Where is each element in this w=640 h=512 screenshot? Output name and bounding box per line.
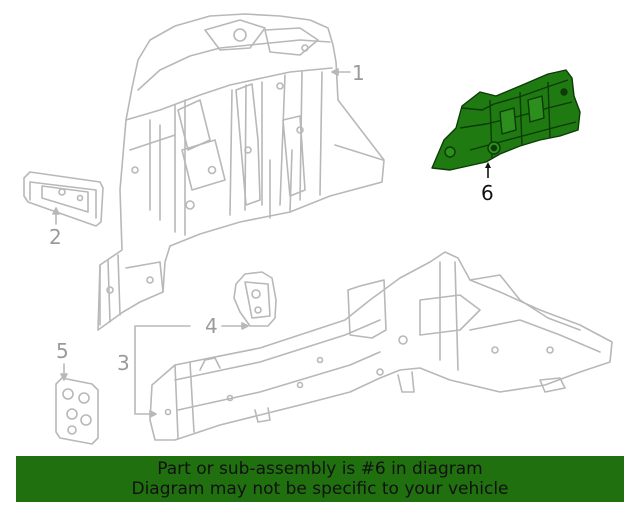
leader-5-arrow [60, 373, 68, 381]
callout-2: 2 [49, 225, 62, 249]
part-5-insulator [55, 377, 99, 445]
leader-6-arrow [485, 162, 491, 168]
callout-5: 5 [56, 339, 69, 363]
part-3-rail [149, 251, 613, 441]
callout-4: 4 [205, 314, 218, 338]
leader-3 [134, 325, 191, 415]
part-2-bracket [23, 171, 104, 227]
callout-3: 3 [117, 351, 130, 375]
banner-line-1: Part or sub-assembly is #6 in diagram [157, 459, 483, 479]
leader-4-arrow [241, 322, 249, 330]
banner-line-2: Diagram may not be specific to your vehi… [131, 479, 509, 499]
leader-2-arrow [52, 207, 60, 215]
part-4-mount [233, 271, 277, 327]
info-banner: Part or sub-assembly is #6 in diagram Di… [16, 456, 624, 502]
leader-3-arrow [149, 410, 157, 418]
callout-6: 6 [481, 181, 494, 205]
callout-1: 1 [352, 61, 365, 85]
leader-1-arrow [331, 68, 339, 76]
part-6-highlighted-bracket [431, 69, 581, 171]
part-1-panel [97, 13, 385, 331]
